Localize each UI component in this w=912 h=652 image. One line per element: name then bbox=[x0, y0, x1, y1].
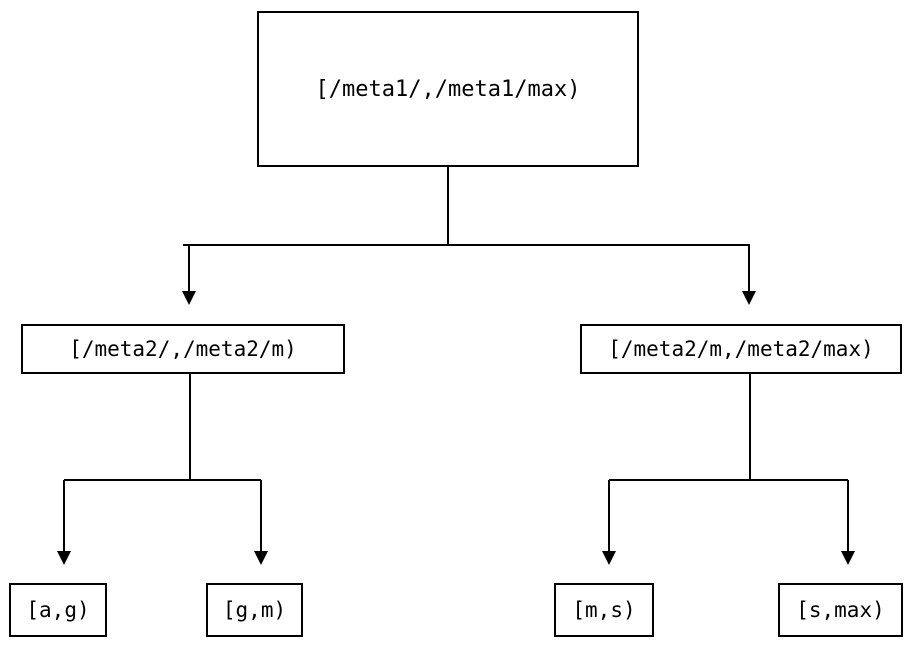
edge-root-split bbox=[182, 167, 756, 305]
tree-node-root[interactable]: [/meta1/,/meta1/max) bbox=[257, 11, 639, 167]
tree-node-level2-right[interactable]: [/meta2/m,/meta2/max) bbox=[580, 324, 902, 374]
edge-midright-split bbox=[602, 374, 855, 565]
tree-node-leaf-m-s[interactable]: [m,s) bbox=[554, 583, 654, 637]
tree-node-leaf-a-g[interactable]: [a,g) bbox=[9, 583, 107, 637]
tree-node-leaf-s-max[interactable]: [s,max) bbox=[778, 583, 903, 637]
edge-midleft-split bbox=[57, 374, 268, 565]
tree-node-level2-left[interactable]: [/meta2/,/meta2/m) bbox=[21, 324, 345, 374]
tree-node-leaf-g-m[interactable]: [g,m) bbox=[206, 583, 303, 637]
